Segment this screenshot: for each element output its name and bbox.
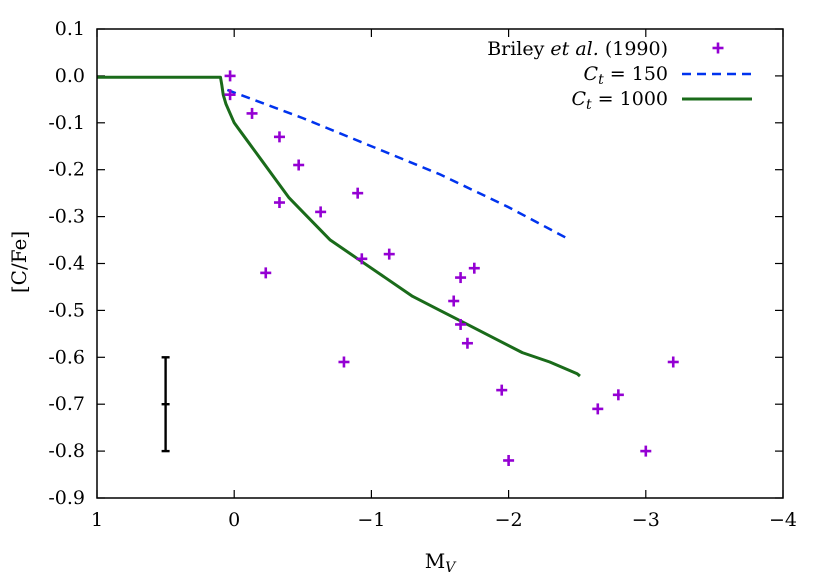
series-line-ct1000 — [97, 75, 581, 378]
error-bar — [161, 356, 170, 453]
svg-text:Briley et al. (1990): Briley et al. (1990) — [487, 38, 668, 60]
data-point — [260, 267, 272, 279]
data-point — [612, 389, 624, 401]
legend-plus — [712, 42, 724, 54]
data-point — [503, 454, 515, 466]
data-point — [461, 337, 473, 349]
ticks-layer — [96, 28, 784, 499]
data-point — [468, 262, 480, 274]
data-point — [224, 89, 236, 101]
data-point — [448, 295, 460, 307]
y-tick-label: -0.3 — [48, 206, 85, 228]
x-tick-labels: 1 0 −1 −2 −3 −4 — [91, 509, 797, 531]
legend-marker-briley — [712, 42, 724, 54]
legend-entry-ct150: Ct = 150 — [584, 63, 752, 88]
data-point — [383, 248, 395, 260]
data-point — [352, 187, 364, 199]
data-point — [224, 70, 236, 82]
y-tick-label: -0.8 — [48, 440, 85, 462]
data-point — [592, 403, 604, 415]
y-tick-label: -0.6 — [48, 346, 85, 368]
x-axis-label-main: M — [425, 549, 445, 573]
data-point — [455, 318, 467, 330]
data-point — [246, 107, 258, 119]
data-point — [667, 356, 679, 368]
y-tick-label: 0.1 — [55, 18, 85, 40]
x-tick-label: −3 — [632, 509, 660, 531]
svg-text:Ct = 150: Ct = 150 — [584, 63, 668, 88]
data-point — [640, 445, 652, 457]
x-tick-label: 1 — [91, 509, 103, 531]
data-point — [356, 253, 368, 265]
data-point — [455, 272, 467, 284]
data-point — [338, 356, 350, 368]
series-line-ct150 — [226, 88, 571, 242]
x-tick-label: −1 — [357, 509, 385, 531]
data-point — [496, 384, 508, 396]
y-tick-label: -0.2 — [48, 159, 85, 181]
x-axis-label-sub: V — [445, 560, 457, 576]
data-point — [315, 206, 327, 218]
data-point — [273, 197, 285, 209]
legend-entry-ct1000: Ct = 1000 — [571, 88, 752, 113]
svg-text:Ct = 1000: Ct = 1000 — [571, 88, 668, 113]
y-tick-label: -0.9 — [48, 487, 85, 509]
plot-frame — [96, 28, 784, 499]
y-tick-labels: 0.1 0.0 -0.1 -0.2 -0.3 -0.4 -0.5 -0.6 -0.7 -0.8 -0… — [48, 18, 85, 509]
series-layer — [97, 70, 679, 466]
y-tick-label: -0.7 — [48, 393, 85, 415]
y-tick-label: -0.5 — [48, 299, 85, 321]
data-point — [293, 159, 305, 171]
y-tick-label: -0.1 — [48, 112, 85, 134]
x-axis-label: MV — [425, 549, 457, 576]
x-tick-label: −2 — [495, 509, 523, 531]
data-point — [273, 131, 285, 143]
y-tick-label: -0.4 — [48, 253, 85, 275]
legend: Briley et al. (1990) Ct = 150 Ct = 1000 — [487, 38, 752, 113]
legend-entry-briley: Briley et al. (1990) — [487, 38, 724, 60]
y-tick-label: 0.0 — [55, 65, 85, 87]
x-tick-label: −4 — [769, 509, 797, 531]
y-axis-label: [C/Fe] — [7, 231, 31, 293]
x-tick-label: 0 — [228, 509, 240, 531]
